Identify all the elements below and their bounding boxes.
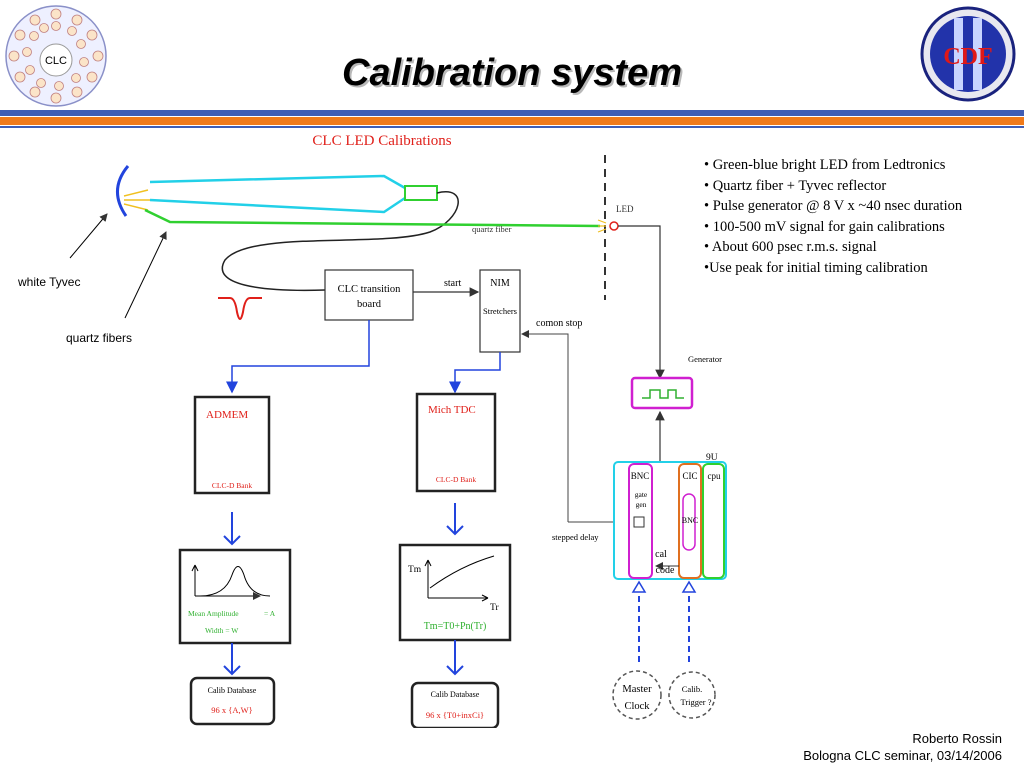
calib-database-1: [189, 676, 276, 726]
transition-board-line1: CLC transition: [338, 284, 401, 295]
page-title: Calibration system: [342, 52, 682, 94]
generator-label: Generator: [688, 354, 722, 364]
pulse-generator: [630, 376, 694, 410]
header-stripe-blue: [0, 110, 1024, 116]
admem-bank: CLC-D Bank: [212, 481, 252, 490]
transition-board-line2: board: [357, 299, 382, 310]
bullet-item: • Pulse generator @ 8 V x ~40 nsec durat…: [704, 198, 963, 214]
bullet-item: • Green-blue bright LED from Ledtronics: [704, 157, 946, 173]
cal-code-line2: code: [656, 565, 675, 576]
footer: Roberto Rossin Bologna CLC seminar, 03/1…: [803, 730, 1002, 764]
tdc-bank: CLC-D Bank: [436, 475, 476, 484]
start-label: start: [444, 278, 461, 289]
bnc-gate-gen-card: [628, 463, 653, 579]
bullet-item: • About 600 psec r.m.s. signal: [704, 239, 877, 255]
db2-title: Calib Database: [431, 690, 480, 699]
footer-event: Bologna CLC seminar, 03/14/2006: [803, 748, 1002, 763]
cpu-label: cpu: [708, 471, 721, 481]
clc-logo: CLC: [5, 5, 107, 107]
calib-trigger-line1: Calib.: [682, 684, 703, 694]
tyvec-reflector: [116, 165, 130, 217]
master-clock: [612, 670, 662, 720]
led: [609, 221, 619, 231]
db1-content: 96 x {A,W}: [211, 705, 252, 715]
led-to-generator-wire: [618, 225, 665, 380]
time-plot-y: Tm: [408, 565, 422, 575]
header-stripe-orange: [0, 117, 1024, 125]
cyan-fiber-upper: [149, 174, 406, 190]
bullet-list: • Green-blue bright LED from Ledtronics …: [704, 155, 962, 278]
cdf-logo: CDF: [920, 6, 1016, 102]
led-label: LED: [616, 204, 634, 214]
gate-gen-port: [633, 516, 645, 528]
amp-plot-line1: Mean Amplitude: [188, 609, 239, 618]
calib-trigger: [668, 671, 716, 719]
db2-content: 96 x {T0+inxCi}: [426, 710, 484, 720]
stepped-delay-label: stepped delay: [552, 532, 599, 542]
bnc2-label: BNC: [682, 516, 698, 525]
amp-plot-line2: Width = W: [205, 626, 239, 635]
calib-database-2: [410, 681, 500, 728]
admem-module: [193, 395, 271, 495]
pulse-shape: [218, 297, 262, 320]
cpu-card: [702, 463, 725, 579]
bullet-item: • Quartz fiber + Tyvec reflector: [704, 177, 887, 194]
loop-cable: [221, 191, 459, 292]
clc-label: CIC: [682, 471, 697, 481]
bullet-item: • 100-500 mV signal for gain calibration…: [704, 218, 945, 235]
cdf-logo-text: CDF: [943, 44, 992, 70]
calib-trigger-line2: Trigger ?: [680, 697, 711, 707]
fiber-connector: [404, 185, 438, 201]
time-plot-formula: Tm=T0+Pn(Tr): [424, 621, 487, 632]
white-tyvec-label: white Tyvec: [18, 275, 81, 289]
crate-9u: [613, 461, 727, 580]
tdc-label: Mich TDC: [428, 404, 476, 416]
comon-stop-label: comon stop: [536, 318, 582, 329]
nim-label: NIM: [490, 278, 510, 289]
bullet-item: •Use peak for initial timing calibration: [704, 259, 928, 276]
gate-gen-line2: gen: [636, 500, 647, 509]
clc-logo-text: CLC: [45, 55, 67, 67]
transition-board: [324, 269, 414, 321]
bnc1-label: BNC: [631, 471, 650, 481]
admem-label: ADMEM: [206, 409, 248, 421]
footer-author: Roberto Rossin: [912, 731, 1002, 746]
tdc-module: [415, 392, 497, 493]
green-quartz-fiber: [144, 208, 601, 228]
amplitude-peak-curve: [199, 566, 271, 597]
bnc2-port: [682, 493, 696, 551]
cal-code-line1: cal: [655, 549, 667, 560]
stretchers-label: Stretchers: [483, 306, 517, 316]
common-stop-wire: [521, 330, 569, 522]
header-stripe-thin-blue: [0, 126, 1024, 128]
quartz-fiber-label: quartz fiber: [472, 224, 512, 234]
time-plot-x: Tr: [490, 603, 499, 613]
amp-plot-eq1: = A: [264, 609, 276, 618]
master-clock-line2: Clock: [624, 701, 650, 712]
quartz-fibers-label: quartz fibers: [66, 331, 133, 345]
master-clock-line1: Master: [622, 684, 652, 695]
crate-9u-label: 9U: [706, 453, 718, 463]
clc-card: [678, 463, 702, 579]
diagram-heading: CLC LED Calibrations: [312, 133, 451, 149]
gate-gen-line1: gate: [635, 490, 648, 499]
cyan-fiber-lower: [149, 196, 406, 214]
timing-curve: [429, 555, 495, 589]
calibration-diagram: CLC LED Calibrations quartz fiber LED CL…: [69, 133, 727, 728]
db1-title: Calib Database: [208, 686, 257, 695]
